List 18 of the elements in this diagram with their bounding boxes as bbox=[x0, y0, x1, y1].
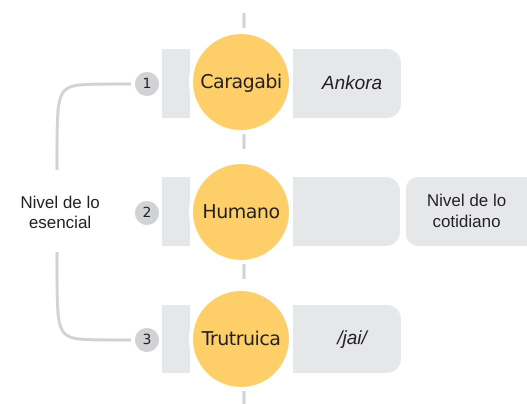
connector-line bbox=[242, 13, 246, 30]
row-bar bbox=[293, 177, 400, 246]
row-bar bbox=[293, 305, 401, 373]
row-term: /jai/ bbox=[335, 328, 370, 350]
level-name: Trutruica bbox=[202, 328, 280, 350]
side-box bbox=[406, 177, 527, 246]
level-label: Nivel de lo esencial bbox=[19, 192, 101, 234]
row-term: Ankora bbox=[320, 72, 384, 94]
step-number: 2 bbox=[142, 205, 152, 221]
level-label: Nivel de lo cotidiano bbox=[426, 191, 508, 232]
bracket-line bbox=[56, 82, 131, 170]
row-bar bbox=[293, 49, 401, 118]
level-name: Caragabi bbox=[200, 71, 282, 93]
bracket-line bbox=[56, 252, 131, 342]
level-name: Humano bbox=[202, 201, 280, 223]
connector-line bbox=[242, 391, 246, 404]
step-number: 1 bbox=[142, 76, 152, 92]
step-number: 3 bbox=[142, 332, 152, 348]
